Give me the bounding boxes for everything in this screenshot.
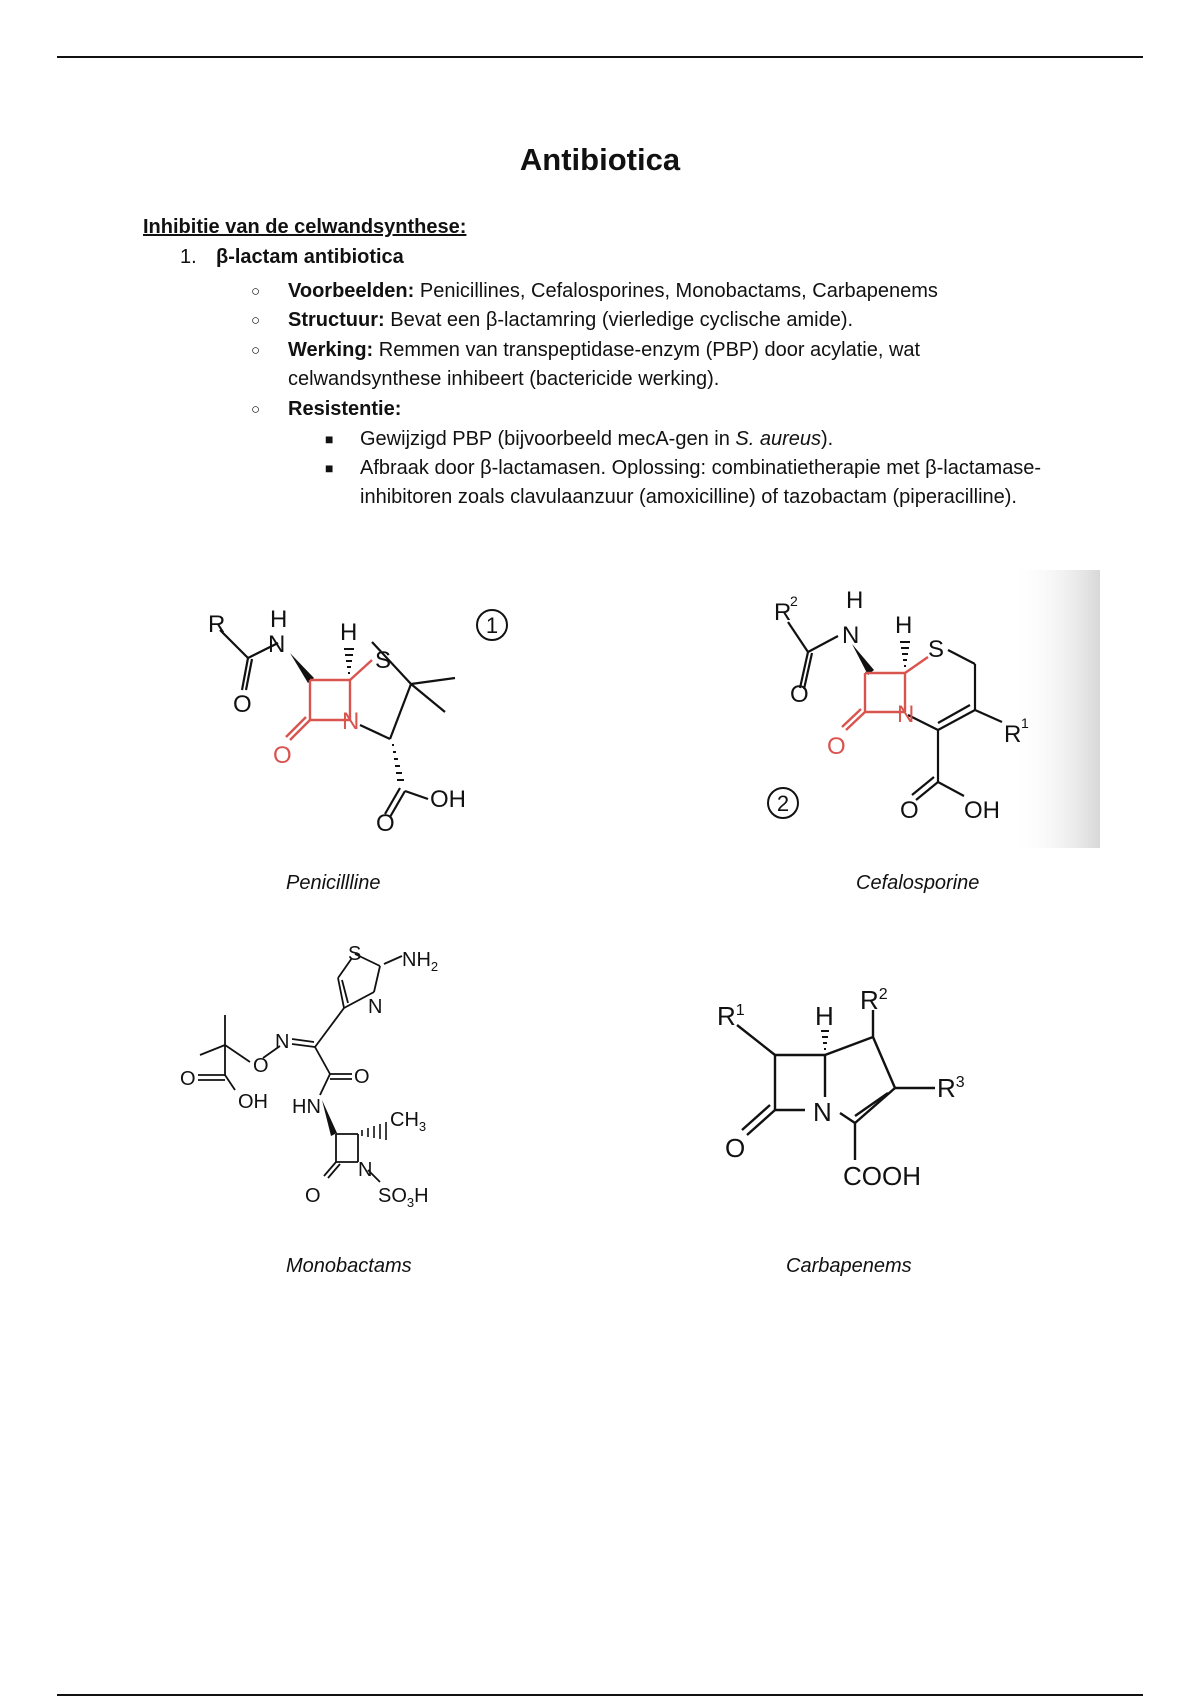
atom-nh2: NH2 (402, 949, 438, 974)
atom-cooh: COOH (843, 1161, 921, 1191)
atom-oh: OH (964, 797, 1000, 824)
square-bullet-icon: ■ (325, 431, 334, 447)
carbapenems-structure: R1 H R2 R3 N O COOH (717, 985, 965, 1191)
atom-o: O (253, 1055, 269, 1077)
atom-n: N (842, 622, 859, 649)
penicilline-structure: R H N H S O N O OH O 1 (208, 606, 508, 837)
atom-h: H (895, 612, 912, 639)
atom-n: N (342, 708, 359, 735)
atom-r: R (208, 611, 225, 638)
atom-n: N (368, 996, 382, 1018)
caption-penicilline: Penicillline (286, 872, 381, 894)
circle-bullet-icon: ○ (251, 283, 261, 300)
atom-superscript: 1 (1021, 715, 1029, 731)
bullet-label: Werking: (288, 339, 374, 361)
top-rule (57, 56, 1143, 58)
atom-h: H (815, 1001, 834, 1031)
atom-o: O (827, 733, 846, 760)
atom-r: R (1004, 721, 1021, 748)
cefalosporine-structure: R 2 H N H S O N O R 1 O OH 2 (767, 570, 1100, 848)
bullet-text: Bevat een β-lactamring (vierledige cycli… (384, 309, 854, 331)
bullet-text: Remmen van transpeptidase-enzym (PBP) do… (288, 339, 921, 390)
bullet-label: Structuur: (288, 309, 385, 331)
bullet-voorbeelden: ○ Voorbeelden: Penicillines, Cefalospori… (251, 277, 1078, 306)
atom-r: R (774, 599, 791, 626)
atom-o: O (376, 810, 395, 837)
atom-n: N (813, 1097, 832, 1127)
caption-monobactams: Monobactams (286, 1255, 412, 1277)
item-number: 1. (180, 246, 197, 268)
atom-o: O (273, 742, 292, 769)
atom-n: N (275, 1031, 289, 1053)
bullet-text: Penicillines, Cefalosporines, Monobactam… (414, 280, 938, 302)
atom-oh: OH (430, 786, 466, 813)
atom-n: N (897, 701, 914, 728)
atom-ch3: CH3 (390, 1109, 426, 1134)
circle-bullet-icon: ○ (251, 312, 261, 329)
atom-o: O (900, 797, 919, 824)
atom-o: O (180, 1068, 196, 1090)
atom-o: O (790, 681, 809, 708)
atom-so3h: SO3H (378, 1185, 429, 1210)
bullet-resistentie: ○ Resistentie: (251, 395, 1078, 424)
item-label: β-lactam antibiotica (216, 246, 404, 268)
bullet-label: Resistentie: (288, 398, 402, 420)
atom-s: S (928, 636, 944, 663)
atom-h: H (340, 619, 357, 646)
caption-carbapenems: Carbapenems (786, 1255, 912, 1277)
circle-bullet-icon: ○ (251, 342, 261, 359)
atom-s: S (375, 647, 391, 674)
atom-r: R1 (717, 1001, 745, 1031)
square-bullet-icon: ■ (325, 460, 334, 476)
atom-r: R2 (860, 985, 888, 1015)
resistance-item-pbp: ■ Gewijzigd PBP (bijvoorbeeld mecA-gen i… (325, 425, 1060, 454)
atom-o: O (725, 1133, 745, 1163)
atom-r: R3 (937, 1073, 965, 1103)
structure-number-label: 1 (486, 613, 498, 638)
atom-h: H (270, 606, 287, 633)
bullet-label: Voorbeelden: (288, 280, 415, 302)
atom-oh: OH (238, 1091, 268, 1113)
numbered-item: 1. β-lactam antibiotica (180, 246, 404, 269)
atom-s: S (348, 943, 361, 965)
atom-o: O (233, 691, 252, 718)
atom-superscript: 2 (790, 593, 798, 609)
atom-n: N (358, 1159, 372, 1181)
atom-h: H (846, 587, 863, 614)
species-name: S. aureus (735, 428, 821, 450)
structure-number-label: 2 (777, 791, 789, 816)
monobactams-structure: S NH2 N N O O O OH HN CH3 N O SO3H (180, 943, 438, 1210)
atom-n: N (268, 631, 285, 658)
bullet-werking: ○ Werking: Remmen van transpeptidase-enz… (251, 336, 1028, 394)
caption-cefalosporine: Cefalosporine (856, 872, 980, 894)
circle-bullet-icon: ○ (251, 401, 261, 418)
atom-hn: HN (292, 1096, 321, 1118)
resistance-item-lactamase: ■ Afbraak door β-lactamasen. Oplossing: … (325, 454, 1060, 512)
bullet-structuur: ○ Structuur: Bevat een β-lactamring (vie… (251, 306, 1078, 335)
section-heading: Inhibitie van de celwandsynthese: (143, 216, 467, 238)
bottom-rule (57, 1694, 1143, 1696)
atom-o: O (354, 1066, 370, 1088)
atom-o: O (305, 1185, 321, 1207)
page-title: Antibiotica (519, 142, 681, 177)
